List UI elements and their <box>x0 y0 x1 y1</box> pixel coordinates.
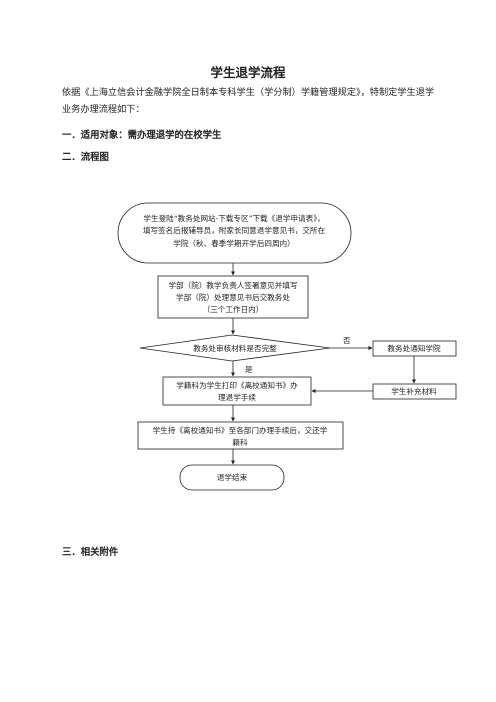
section-applicable-target: 一．适用对象：需办理退学的在校学生 <box>62 127 221 141</box>
section-attachments-heading: 三．相关附件 <box>62 547 119 558</box>
intro-paragraph: 依据《上海立信会计金融学院全日制本专科学生（学分制）学籍管理规定》，特制定学生退… <box>62 87 435 115</box>
flow-step2-line-1: 学籍科为学生打印《离校通知书》办 <box>176 380 298 390</box>
flow-step2-box <box>162 376 312 406</box>
flow-start-box <box>117 202 352 264</box>
flow-end-text: 退学结束 <box>217 472 248 482</box>
flow-supplement-box <box>372 383 457 400</box>
flow-start-line-1: 学生登陆“教务处网站-下载专区”下载《退学申请表》， <box>143 213 324 223</box>
flow-step1-line-1: 学部（院）教学负责人签署意见并填写 <box>168 280 297 290</box>
flow-step3-box <box>137 421 344 450</box>
flow-step3-line-1: 学生持《离校通知书》至各部门办理手续后，交还学 <box>153 425 328 435</box>
flow-start-line-2: 填写签名后报辅导员，附家长同意退学意见书，交所在 <box>143 225 326 235</box>
flow-yes-label: 是 <box>245 365 253 374</box>
flow-step3-line-2: 籍科 <box>232 437 248 447</box>
flow-notify-box <box>372 340 457 357</box>
flow-step2-line-2: 理退学手续 <box>218 392 256 402</box>
flow-notify-text: 教务处通知学院 <box>387 343 441 353</box>
section-1-text: 需办理退学的在校学生 <box>127 130 222 141</box>
flow-no-label: 否 <box>343 336 351 345</box>
section-1-label: 一．适用对象： <box>62 130 128 141</box>
flow-step1-line-3: （三个工作日内） <box>203 304 264 314</box>
flow-decision-text: 教务处审核材料是否完整 <box>193 343 277 353</box>
flow-step1-line-2: 学部（院）处理意见书后交教务处 <box>176 292 290 302</box>
flow-start-line-3: 学院（秋、春季学期开学后四周内） <box>173 238 295 248</box>
flow-end-box <box>179 464 285 491</box>
section-flowchart-heading: 二．流程图 <box>62 152 109 163</box>
flow-supplement-text: 学生补充材料 <box>391 386 437 396</box>
page-title: 学生退学流程 <box>210 65 286 80</box>
